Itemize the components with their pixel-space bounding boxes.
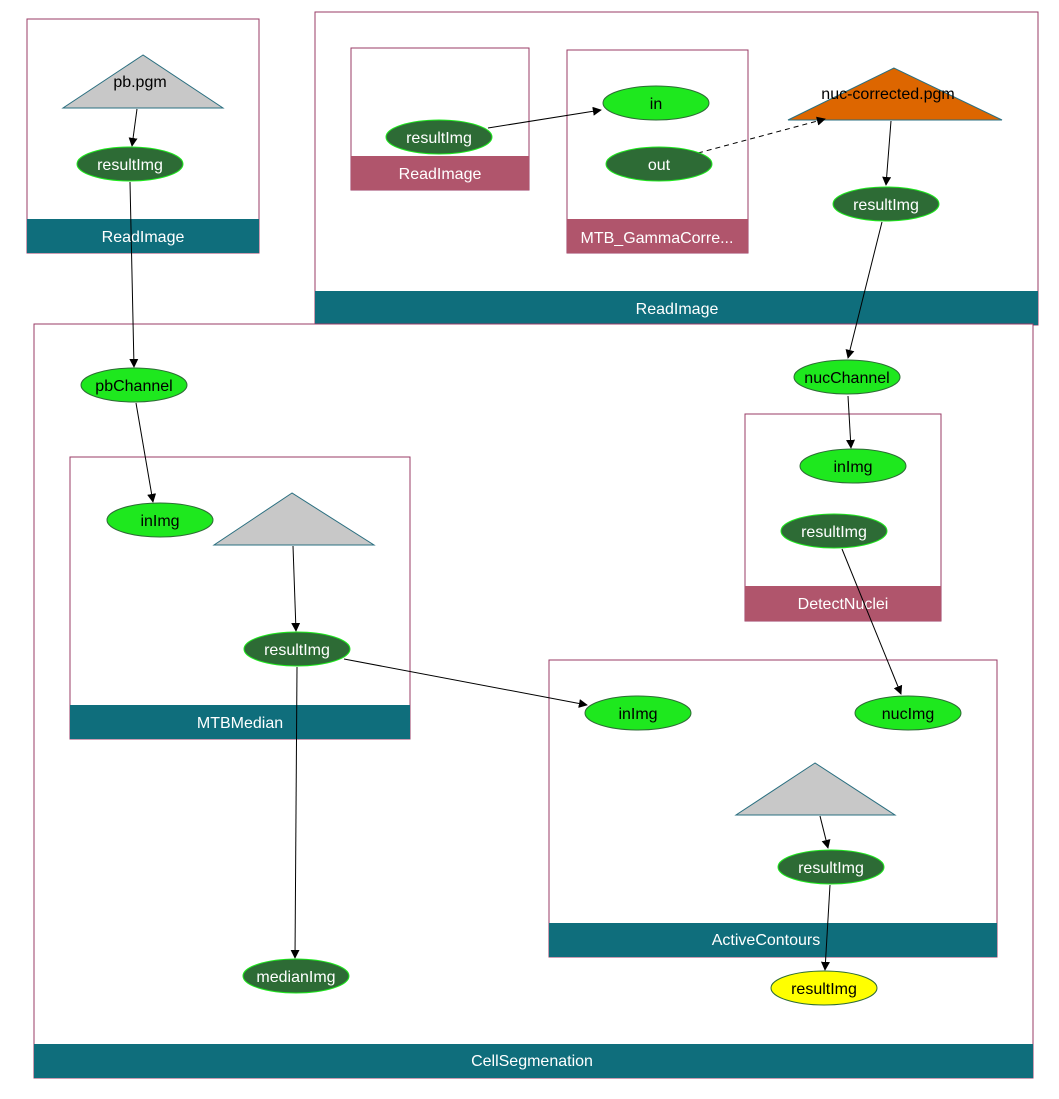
edge-resultimg-to-in xyxy=(487,106,602,129)
port-nucchannel-label: nucChannel xyxy=(804,370,889,387)
port-activecontours-nucimg[interactable]: nucImg xyxy=(854,695,962,731)
port-median-inimg-label: inImg xyxy=(140,513,179,530)
port-detectnuclei-inimg[interactable]: inImg xyxy=(799,448,907,484)
edge-out-to-nuc-dashed xyxy=(697,116,826,154)
group-readimage-left[interactable]: ReadImage xyxy=(26,18,260,254)
port-pbchannel-label: pbChannel xyxy=(95,378,172,395)
group-readimage-top-label: ReadImage xyxy=(636,301,719,318)
port-detectnuclei-resultimg[interactable]: resultImg xyxy=(780,513,888,549)
port-activecontours-nucimg-label: nucImg xyxy=(882,706,934,723)
port-gamma-out[interactable]: out xyxy=(605,146,713,182)
port-readimage-top-result[interactable]: resultImg xyxy=(832,186,940,222)
port-activecontours-inimg[interactable]: inImg xyxy=(584,695,692,731)
port-nucchannel[interactable]: nucChannel xyxy=(793,359,901,395)
edges xyxy=(128,106,903,971)
group-active-contours-label: ActiveContours xyxy=(712,932,821,949)
group-readimage-inner-label: ReadImage xyxy=(399,166,482,183)
port-median-inimg[interactable]: inImg xyxy=(106,502,214,538)
edge-median-result-to-medianimg xyxy=(290,666,300,959)
group-cell-segmentation-label: CellSegmenation xyxy=(471,1053,593,1070)
port-gamma-in[interactable]: in xyxy=(602,85,710,121)
port-gamma-out-label: out xyxy=(648,157,671,174)
group-detect-nuclei[interactable]: DetectNuclei xyxy=(744,413,942,622)
triangle-mtbmedian[interactable] xyxy=(212,492,376,546)
port-cellseg-resultimg[interactable]: resultImg xyxy=(770,970,878,1006)
port-readimage-left-result[interactable]: resultImg xyxy=(76,146,184,182)
port-median-resultimg-label: resultImg xyxy=(264,642,330,659)
triangle-nuc-corrected-pgm[interactable]: nuc-corrected.pgm xyxy=(787,67,1003,121)
edge-triangle-to-median-result xyxy=(291,545,301,632)
port-readimage-inner-result-label: resultImg xyxy=(406,130,472,147)
edge-median-result-to-ac-inimg xyxy=(343,658,588,708)
group-readimage-left-label: ReadImage xyxy=(102,229,185,246)
group-gamma-correction[interactable]: MTB_GammaCorre... xyxy=(566,49,749,254)
group-readimage-inner[interactable]: ReadImage xyxy=(350,47,530,191)
port-detectnuclei-resultimg-label: resultImg xyxy=(801,524,867,541)
port-median-resultimg[interactable]: resultImg xyxy=(243,631,351,667)
edge-ac-result-to-result xyxy=(820,884,831,971)
edge-nuc-to-result xyxy=(882,120,892,186)
triangle-pb-pgm-label: pb.pgm xyxy=(113,74,166,91)
triangle-active-contours[interactable] xyxy=(734,762,897,816)
port-activecontours-resultimg[interactable]: resultImg xyxy=(777,849,885,885)
group-mtbmedian-label: MTBMedian xyxy=(197,715,283,732)
triangle-pb-pgm[interactable]: pb.pgm xyxy=(61,54,225,109)
port-readimage-inner-result[interactable]: resultImg xyxy=(385,119,493,155)
edge-pbchannel-to-inimg xyxy=(135,402,157,503)
triangle-nuc-corrected-pgm-label: nuc-corrected.pgm xyxy=(821,86,954,103)
port-gamma-in-label: in xyxy=(650,96,662,113)
port-activecontours-resultimg-label: resultImg xyxy=(798,860,864,877)
edge-pb-to-result xyxy=(128,108,138,147)
edge-result-to-pbchannel xyxy=(129,181,139,368)
port-cellseg-resultimg-label: resultImg xyxy=(791,981,857,998)
group-gamma-correction-label: MTB_GammaCorre... xyxy=(581,230,734,247)
edge-triangle-to-ac-result xyxy=(819,815,831,849)
group-mtbmedian[interactable]: MTBMedian xyxy=(69,456,411,740)
port-pbchannel[interactable]: pbChannel xyxy=(80,367,188,403)
port-readimage-top-result-label: resultImg xyxy=(853,197,919,214)
port-detectnuclei-inimg-label: inImg xyxy=(833,459,872,476)
port-medianimg-label: medianImg xyxy=(256,969,335,986)
edge-dn-result-to-nucimg xyxy=(841,548,903,695)
port-activecontours-inimg-label: inImg xyxy=(618,706,657,723)
group-detect-nuclei-label: DetectNuclei xyxy=(798,596,889,613)
port-readimage-left-result-label: resultImg xyxy=(97,157,163,174)
edge-nucchannel-to-inimg xyxy=(846,395,856,449)
edge-result-to-nucchannel xyxy=(845,221,883,359)
port-medianimg[interactable]: medianImg xyxy=(242,958,350,994)
